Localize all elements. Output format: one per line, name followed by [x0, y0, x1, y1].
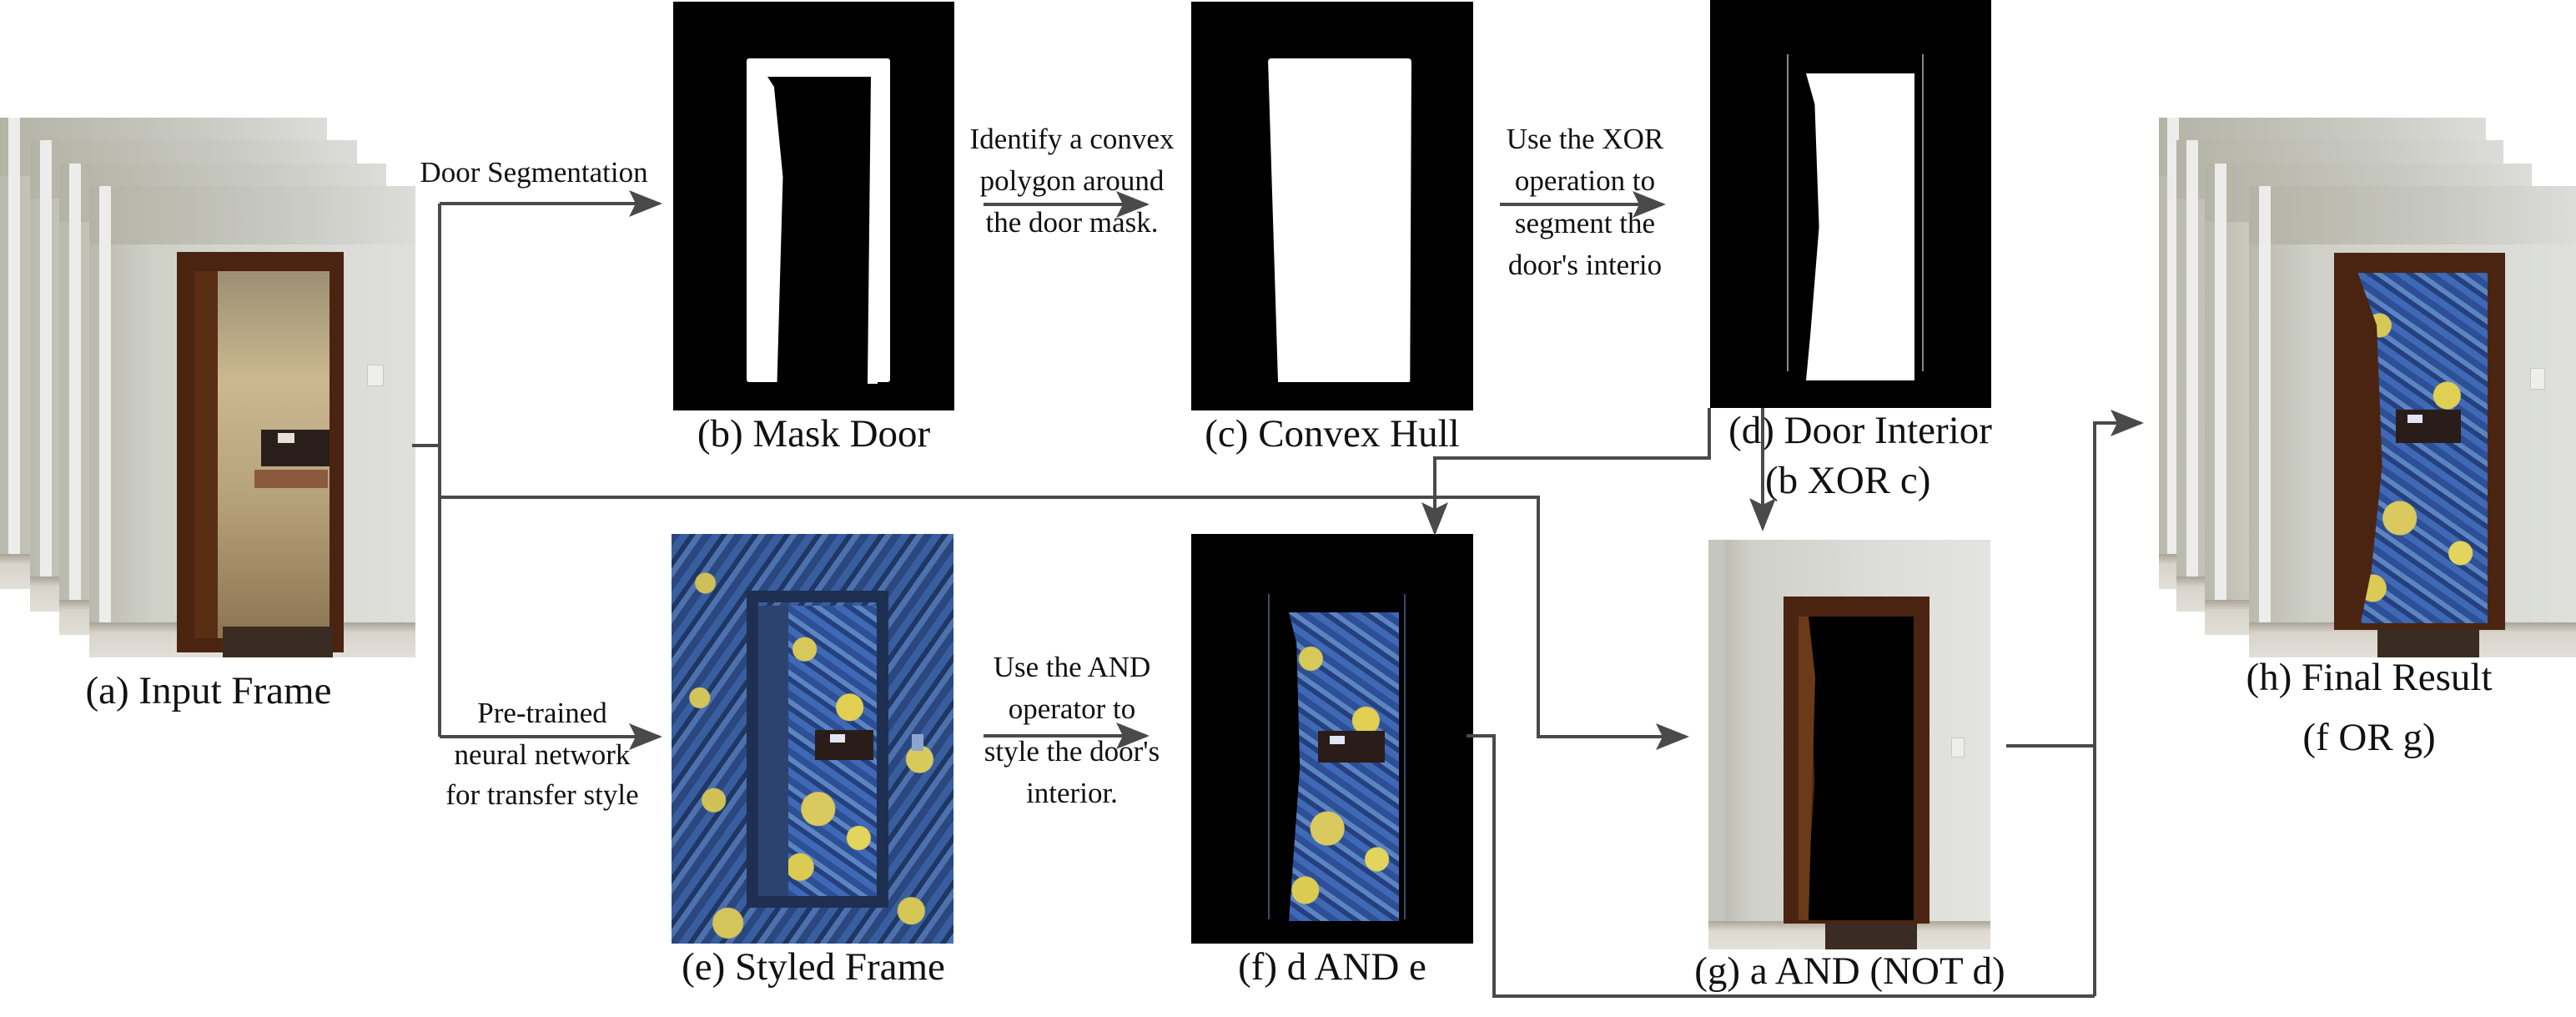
panel-e-styled-frame: [672, 534, 953, 944]
panel-c-convex-hull: [1191, 2, 1473, 410]
edge-label-c-to-d-line4: door's interio: [1507, 249, 1663, 281]
caption-b: (b) Mask Door: [697, 412, 931, 456]
edge-label-c-to-d-line3: segment the: [1514, 207, 1656, 239]
styled-door-interior: [1289, 612, 1399, 921]
caption-e: (e) Styled Frame: [682, 945, 945, 989]
panel-d-door-interior: [1710, 0, 1991, 408]
input-frame-front: [89, 186, 415, 657]
caption-d-line2: (b XOR c): [1765, 459, 1931, 502]
caption-a: (a) Input Frame: [85, 669, 332, 712]
panel-g-a-and-not-d: [1708, 540, 1990, 949]
edge-label-a-to-e-line2: neural network: [454, 738, 631, 771]
edge-label-e-to-f-line4: interior.: [1026, 777, 1118, 809]
edge-label-b-to-c-line2: polygon around: [979, 164, 1165, 197]
panel-h-final-result-stack: [2159, 118, 2576, 658]
edge-label-e-to-f-line3: style the door's: [984, 735, 1160, 768]
edge-label-door-segmentation: Door Segmentation: [420, 156, 648, 189]
edge-label-c-to-d-line2: operation to: [1514, 164, 1656, 197]
edge-label-b-to-c-line1: Identify a convex: [969, 123, 1175, 155]
caption-d-line1: (d) Door Interior: [1728, 409, 1992, 452]
doormat: [223, 627, 333, 657]
caption-h-line1: (h) Final Result: [2246, 656, 2493, 699]
g-blacked-out-interior: [1799, 617, 1914, 920]
final-frame-front: [2249, 186, 2576, 657]
edge-label-e-to-f-line2: operator to: [1008, 692, 1136, 725]
edge-label-a-to-e-line1: Pre-trained: [477, 697, 607, 729]
door-interior-shape: [1806, 73, 1914, 380]
edge-label-b-to-c-line3: the door mask.: [985, 206, 1159, 239]
caption-g: (g) a AND (NOT d): [1694, 949, 2005, 993]
caption-c: (c) Convex Hull: [1205, 412, 1460, 456]
panel-b-mask-door: [673, 2, 954, 410]
light-switch: [367, 365, 384, 386]
caption-h-line2: (f OR g): [2302, 716, 2436, 759]
edge-label-c-to-d-line1: Use the XOR: [1506, 123, 1664, 155]
edge-merge-to-h-arrow: [2093, 410, 2144, 996]
caption-f: (f) d AND e: [1238, 945, 1426, 989]
edge-label-e-to-f-line1: Use the AND: [993, 651, 1151, 683]
sofa: [261, 430, 330, 466]
panel-f-d-and-e: [1191, 534, 1473, 944]
edge-label-a-to-e-line3: for transfer style: [445, 778, 639, 811]
panel-a-input-frame-stack: [0, 118, 415, 657]
convex-hull-shape: [1268, 58, 1411, 382]
